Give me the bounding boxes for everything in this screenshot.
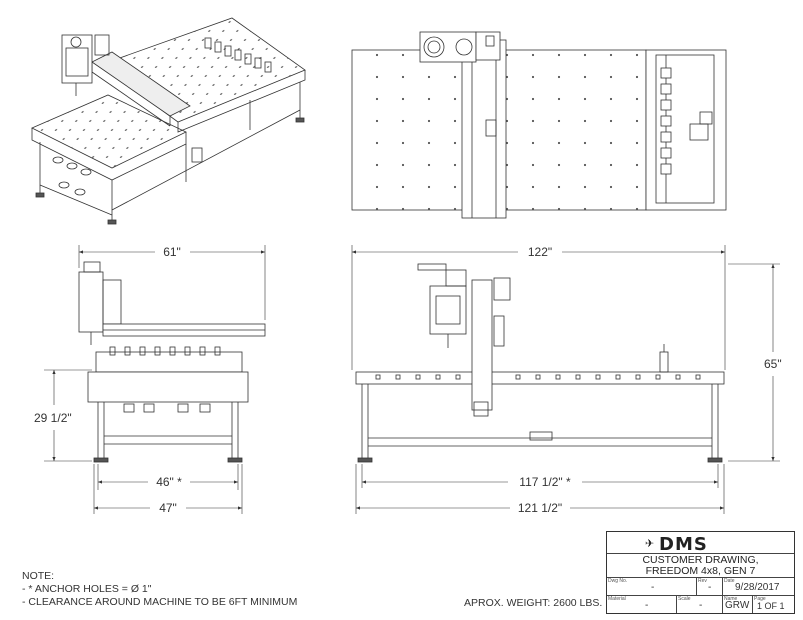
notes-heading: NOTE: [22,570,55,582]
dwg-no-value: - [651,582,655,593]
notes-block: NOTE: - * ANCHOR HOLES = Ø 1" - CLEARANC… [22,570,297,609]
dms-logo: DMS [659,534,708,555]
note-anchor-holes: - * ANCHOR HOLES = Ø 1" [22,583,152,595]
dim-table-height: 29 1/2" [34,411,72,425]
dim-base-length: 121 1/2" [518,501,562,515]
name-cell: Name GRW [723,596,753,613]
end-view [78,261,266,463]
logo-cell: DMS ✈ [607,532,794,555]
weight-note: APROX. WEIGHT: 2600 LBS. [464,597,603,609]
isometric-view [31,17,306,225]
name-label: Name [724,596,738,602]
name-value: GRW [725,600,750,611]
rev-cell: Rev - [697,578,723,596]
rev-label: Rev [698,578,707,584]
note-clearance: - CLEARANCE AROUND MACHINE TO BE 6FT MIN… [22,596,298,608]
dwg-no-label: Dwg No. [608,578,628,584]
material-label: Material [608,596,626,602]
date-value: 9/28/2017 [735,582,780,593]
dim-anchor-width: 46" * [156,475,182,489]
dim-top-width: 61" [163,245,181,259]
drawing-title-line1: CUSTOMER DRAWING, [642,554,759,566]
logo-mark-icon: ✈ [645,538,655,550]
page-label: Page [754,596,766,602]
material-value: - [645,600,649,611]
scale-cell: Scale - [677,596,723,613]
page-cell: Page 1 OF 1 [753,596,794,613]
drawing-title-line2: FREEDOM 4x8, GEN 7 [645,565,756,577]
date-cell: Date 9/28/2017 [723,578,794,596]
dwg-no-cell: Dwg No. - [607,578,697,596]
scale-label: Scale [678,596,691,602]
dim-height: 65" [764,357,782,371]
dim-anchor-length: 117 1/2" * [519,475,571,489]
material-cell: Material - [607,596,677,613]
dimension-lines [44,245,780,514]
top-view [351,31,727,219]
dim-top-length: 122" [528,245,552,259]
side-view [355,263,725,463]
scale-value: - [699,600,703,611]
page-value: 1 OF 1 [757,601,785,611]
dim-base-width: 47" [159,501,177,515]
date-label: Date [724,578,735,584]
rev-value: - [708,582,712,593]
title-cell: CUSTOMER DRAWING, FREEDOM 4x8, GEN 7 [607,554,794,578]
title-block: DMS ✈ CUSTOMER DRAWING, FREEDOM 4x8, GEN… [606,531,795,614]
